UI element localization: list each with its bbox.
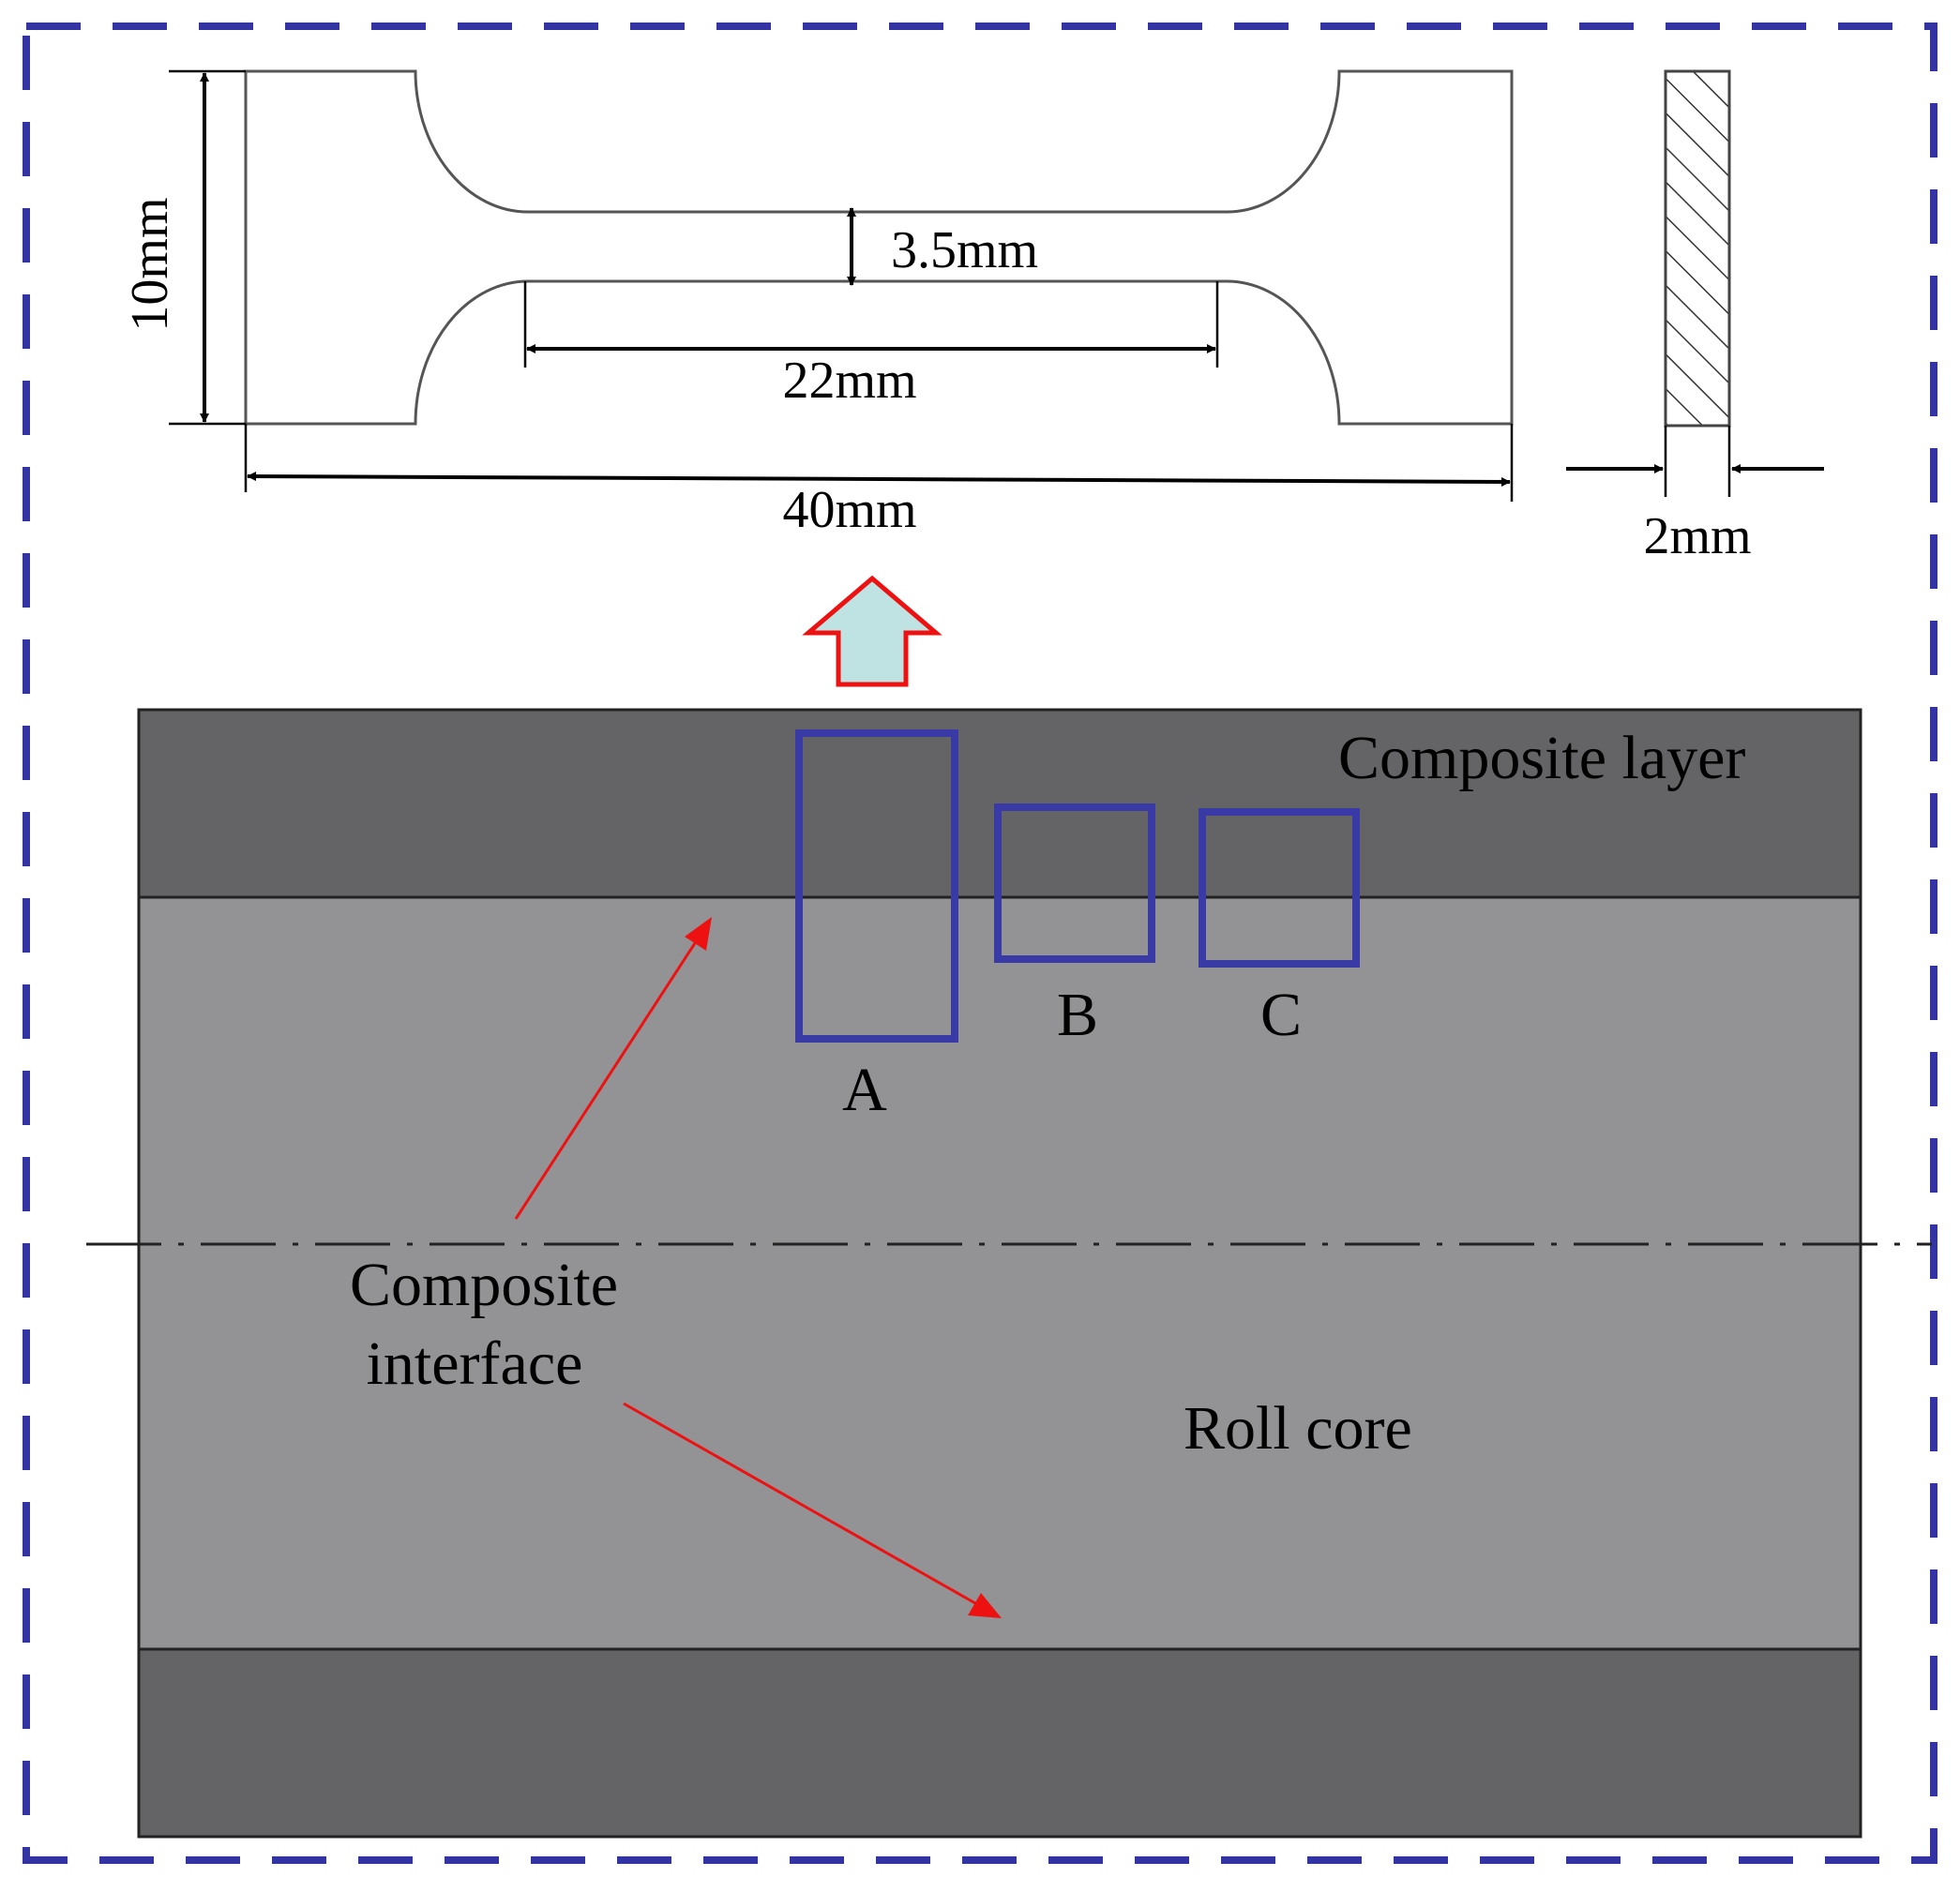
total-length-dimension-line [247,472,1511,487]
sample-label-b: B [1057,981,1098,1049]
interface-arrow-head-lower [968,1593,1002,1618]
tensile-specimen-drawing: 10mm 3.5mm 22mm 40mm [121,69,1514,539]
roll-core-label: Roll core [1184,1394,1412,1463]
specimen-side-view: 2mm [1566,69,1824,565]
interface-label-line2: interface [367,1329,583,1398]
roll-cross-section: Composite layer Roll core A B C Composit… [86,708,1932,1839]
sample-label-c: C [1260,981,1302,1049]
sample-label-a: A [842,1056,887,1124]
interface-label-line1: Composite [350,1251,618,1319]
composite-layer-label: Composite layer [1338,724,1745,792]
interface-arrow-head-upper [685,917,712,951]
gauge-length-label: 22mm [782,352,916,410]
sample-box-c [1199,808,1360,968]
sample-box-a [795,729,958,1043]
outer-dashed-frame [23,23,1937,1864]
interface-arrow-shaft-upper [514,942,697,1220]
height-dimension-label: 10mm [121,197,179,331]
total-length-label: 40mm [782,481,916,539]
sample-box-b [994,803,1155,963]
extraction-up-arrow [802,575,942,687]
interface-arrow-shaft-lower [623,1402,976,1605]
hatched-cross-section [1664,69,1731,428]
gauge-width-label: 3.5mm [891,221,1038,279]
thickness-label: 2mm [1643,507,1751,565]
composite-layer-bottom [137,1647,1862,1839]
